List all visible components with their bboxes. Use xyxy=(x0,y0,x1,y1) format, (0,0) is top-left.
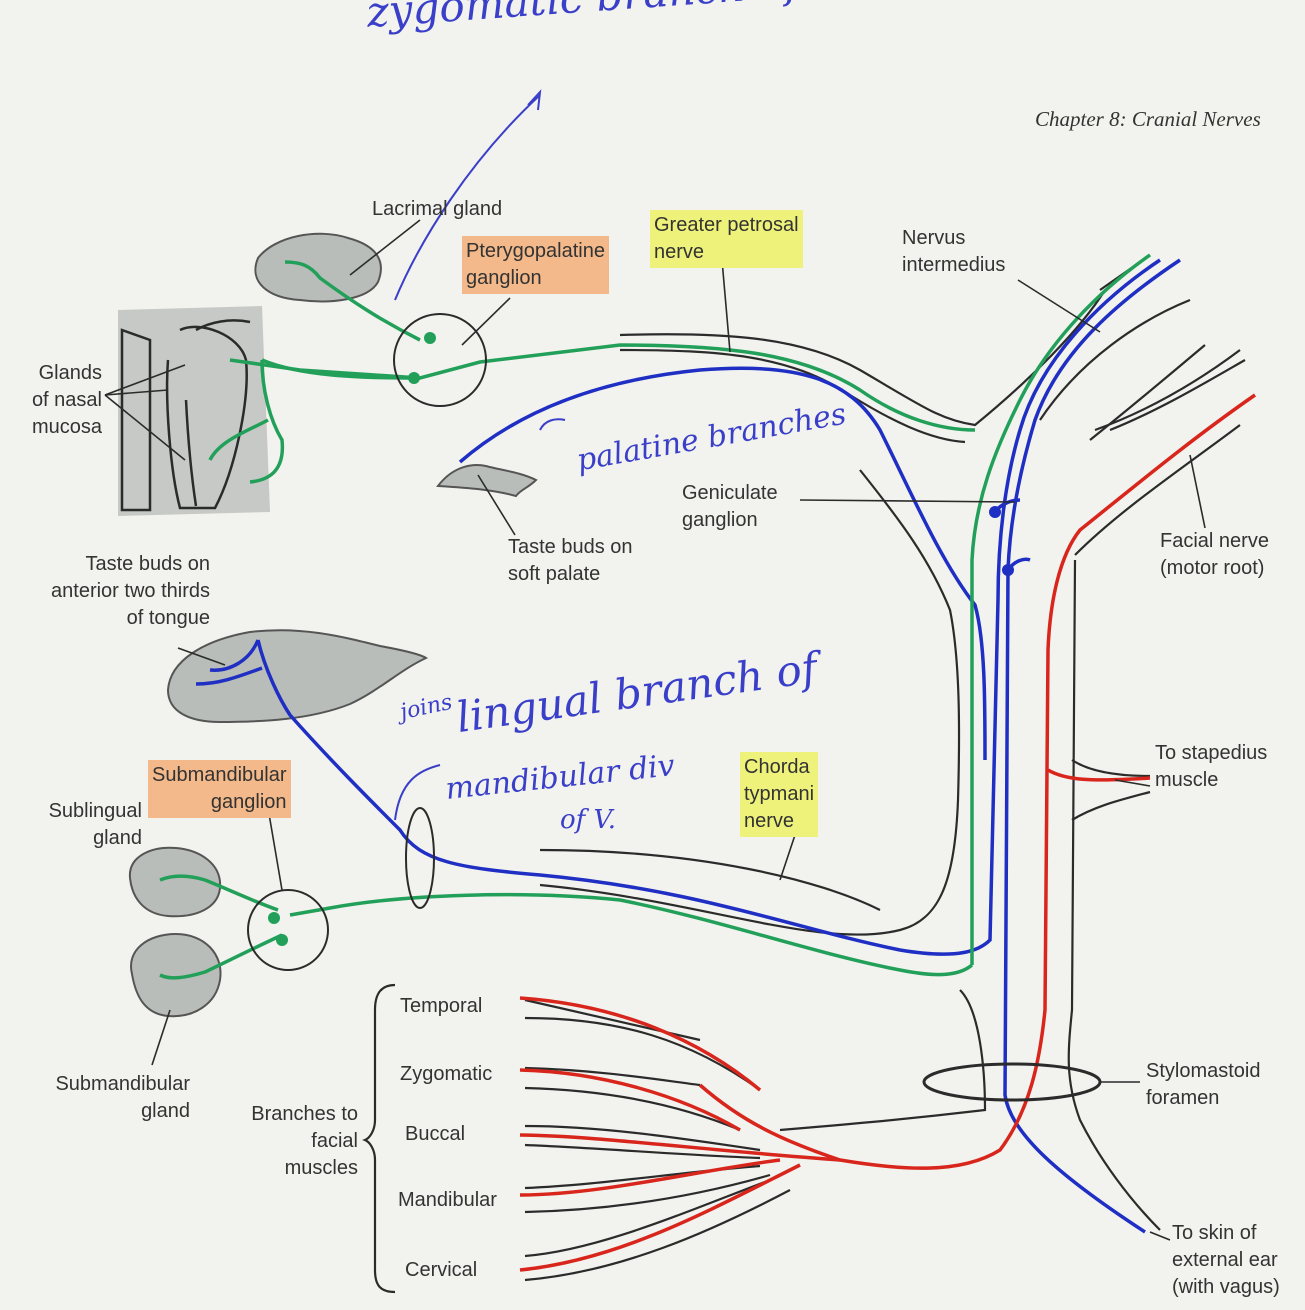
pterygopalatine-ganglion-circle xyxy=(394,314,486,406)
label-taste-buds-tongue: Taste buds on anterior two thirds of ton… xyxy=(18,551,210,632)
label-taste-buds-soft-palate: Taste buds on soft palate xyxy=(508,534,633,588)
branch-label-temporal: Temporal xyxy=(400,993,482,1020)
tongue xyxy=(168,630,426,722)
lacrimal-gland xyxy=(255,234,381,302)
parasympathetic-fibers xyxy=(160,255,1150,978)
label-lacrimal-gland: Lacrimal gland xyxy=(372,196,502,223)
label-branches-to-facial-muscles: Branches to facial muscles xyxy=(228,1101,358,1182)
stylomastoid-foramen-ring xyxy=(924,1064,1100,1100)
label-geniculate-ganglion: Geniculate ganglion xyxy=(682,480,778,534)
label-pterygopalatine-ganglion: Pterygopalatine ganglion xyxy=(462,236,609,294)
of-v-note: of V. xyxy=(560,805,616,835)
label-nervus-intermedius: Nervus intermedius xyxy=(902,225,1005,279)
label-chorda-tympani-nerve: Chorda typmani nerve xyxy=(740,752,818,837)
lingual-junction-ellipse xyxy=(406,808,434,908)
label-sublingual-gland: Sublingual gland xyxy=(30,798,142,852)
branch-label-zygomatic: Zygomatic xyxy=(400,1061,492,1088)
label-facial-nerve-motor-root: Facial nerve (motor root) xyxy=(1160,528,1269,582)
leader-lines xyxy=(105,220,1205,1240)
label-submandibular-gland: Submandibular gland xyxy=(28,1071,190,1125)
motor-fibers xyxy=(520,395,1255,1270)
label-stylomastoid-foramen: Stylomastoid foramen xyxy=(1146,1058,1261,1112)
label-to-stapedius-muscle: To stapedius muscle xyxy=(1155,740,1267,794)
branch-label-cervical: Cervical xyxy=(405,1257,477,1284)
soft-palate xyxy=(438,465,536,496)
branch-label-mandibular: Mandibular xyxy=(398,1187,497,1214)
submandibular-ganglion-circle xyxy=(248,890,328,970)
branches-brace xyxy=(365,985,395,1292)
branch-label-buccal: Buccal xyxy=(405,1121,465,1148)
label-glands-nasal-mucosa: Glands of nasal mucosa xyxy=(20,360,102,441)
label-greater-petrosal-nerve: Greater petrosal nerve xyxy=(650,210,803,268)
label-submandibular-ganglion: Submandibular ganglion xyxy=(148,760,291,818)
submandibular-gland xyxy=(131,934,221,1016)
label-to-skin-external-ear: To skin of external ear (with vagus) xyxy=(1172,1220,1280,1301)
chapter-header: Chapter 8: Cranial Nerves xyxy=(1035,107,1261,132)
